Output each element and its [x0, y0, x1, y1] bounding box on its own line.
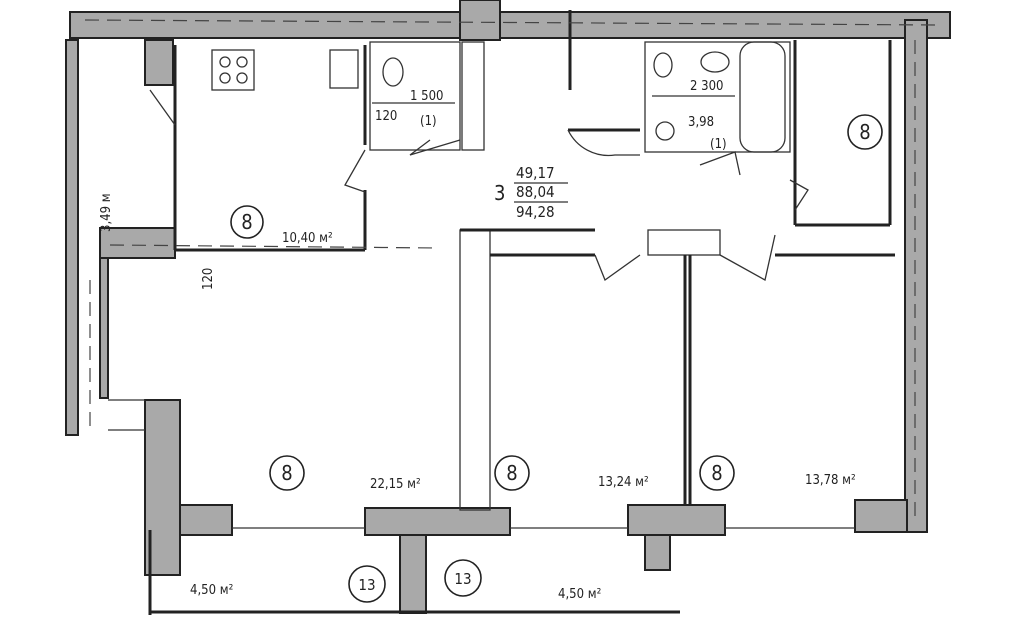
toilet-width: 1 500: [410, 89, 443, 104]
bedroom-middle-label: 8 13,24 м²: [494, 455, 649, 491]
svg-text:10,40 м²: 10,40 м²: [282, 231, 333, 246]
svg-text:8: 8: [241, 210, 252, 234]
svg-text:4,50 м²: 4,50 м²: [558, 587, 601, 602]
toilet-icon: [653, 52, 673, 78]
fixtures: [211, 49, 730, 141]
room-count: 3: [494, 181, 505, 205]
living-area: 49,17: [516, 164, 555, 182]
bathroom-area: 3,98: [688, 115, 714, 130]
svg-text:13: 13: [358, 576, 375, 594]
balcony-left-label: 13 4,50 м²: [190, 565, 386, 603]
closet-area: 3,49 м: [99, 193, 114, 232]
toilet-offset: 120: [375, 109, 397, 124]
kitchen-label: 8 10,40 м²: [230, 205, 333, 246]
labels: 1 500 120 (1) 2 300 3,98 (1) 49,17 3 88,…: [99, 79, 883, 603]
total-area: 88,04: [516, 183, 555, 201]
svg-text:22,15 м²: 22,15 м²: [370, 477, 421, 492]
washer-icon: [655, 121, 675, 141]
toilet-icon: [382, 57, 404, 87]
svg-text:13,24 м²: 13,24 м²: [598, 475, 649, 490]
total-with-balcony: 94,28: [516, 203, 555, 221]
sink-icon: [329, 49, 359, 89]
kitchen-offset: 120: [201, 268, 216, 290]
svg-text:8: 8: [506, 461, 517, 485]
svg-text:8: 8: [859, 120, 870, 144]
partitions: [84, 10, 941, 615]
walls: [65, 0, 951, 614]
svg-text:8: 8: [281, 461, 292, 485]
bathroom-code: (1): [710, 137, 727, 152]
bathroom-width: 2 300: [690, 79, 723, 94]
storage-right-label: 8: [847, 114, 883, 150]
living-room-label: 8 22,15 м²: [269, 455, 421, 492]
sink-icon: [700, 51, 730, 73]
svg-text:8: 8: [711, 461, 722, 485]
svg-text:13,78 м²: 13,78 м²: [805, 473, 856, 488]
bedroom-right-label: 8 13,78 м²: [699, 455, 856, 491]
stove-icon: [211, 49, 255, 91]
toilet-code: (1): [420, 114, 437, 129]
svg-text:4,50 м²: 4,50 м²: [190, 583, 233, 598]
balcony-right-label: 13 4,50 м²: [444, 559, 601, 602]
svg-text:13: 13: [454, 570, 471, 588]
